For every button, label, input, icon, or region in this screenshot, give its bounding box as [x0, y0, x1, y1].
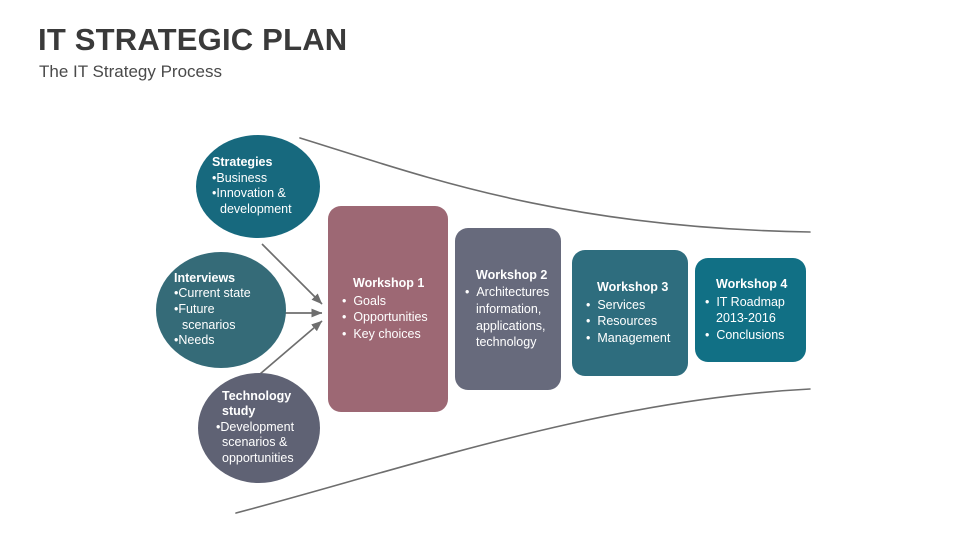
workshop-item: IT Roadmap 2013-2016 — [705, 294, 798, 328]
workshop-box-4[interactable]: Workshop 4 IT Roadmap 2013-2016 Conclusi… — [695, 258, 806, 362]
workshop-item: Resources — [586, 313, 680, 330]
page-subtitle: The IT Strategy Process — [39, 62, 222, 81]
workshop-box-2[interactable]: Workshop 2 Architectures information, ap… — [455, 228, 561, 390]
input-circle-item: Innovation & development — [212, 186, 310, 218]
workshop-item: Conclusions — [705, 327, 798, 344]
input-circle-title: Strategies — [212, 155, 273, 170]
input-circle-strategies[interactable]: Strategies Business Innovation & develop… — [196, 135, 320, 238]
workshop-title: Workshop 2 — [476, 267, 548, 282]
input-circle-technology-study[interactable]: Technology study Development scenarios &… — [198, 373, 320, 483]
input-circle-item: Current state — [174, 286, 280, 302]
workshop-item: Opportunities — [342, 309, 440, 326]
workshop-box-3[interactable]: Workshop 3 Services Resources Management — [572, 250, 688, 376]
input-circle-title: Technology study — [222, 389, 292, 419]
input-circle-item: Needs — [174, 333, 280, 349]
workshop-title: Workshop 3 — [597, 280, 669, 295]
input-circle-item: Development scenarios & opportunities — [210, 420, 294, 467]
workshop-item: Management — [586, 330, 680, 347]
input-circle-item: Business — [212, 171, 310, 187]
arrow-strategies-to-workshop1 — [261, 243, 323, 305]
input-circle-interviews[interactable]: Interviews Current state Future scenario… — [156, 252, 286, 368]
workshop-box-1[interactable]: Workshop 1 Goals Opportunities Key choic… — [328, 206, 448, 412]
page-title: IT STRATEGIC PLAN — [38, 22, 348, 57]
workshop-title: Workshop 4 — [716, 277, 788, 292]
workshop-item: Architectures information, applications,… — [465, 284, 553, 351]
funnel-curve-top — [299, 137, 811, 233]
funnel-curve-bottom — [235, 388, 811, 514]
workshop-item: Goals — [342, 293, 440, 310]
workshop-item: Key choices — [342, 326, 440, 343]
input-circle-title: Interviews — [174, 270, 236, 285]
workshop-title: Workshop 1 — [353, 276, 425, 291]
arrow-technology-to-workshop1 — [259, 320, 323, 375]
input-circle-item: Future scenarios — [174, 302, 280, 334]
workshop-item: Services — [586, 297, 680, 314]
